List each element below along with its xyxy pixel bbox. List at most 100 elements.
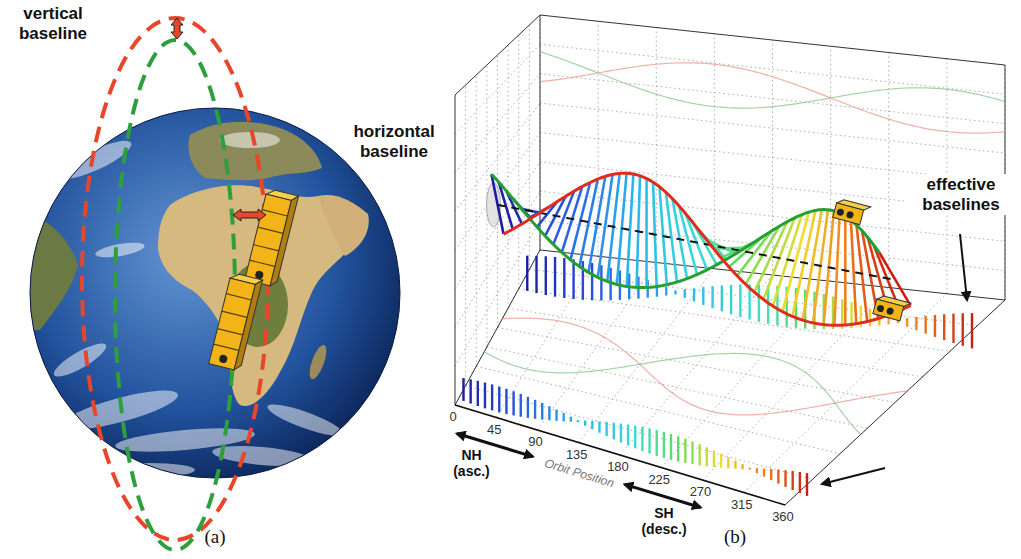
- baseline-bar: [648, 428, 650, 453]
- baseline-bar: [520, 394, 522, 417]
- baseline-bar: [711, 286, 713, 308]
- baseline-bar: [971, 313, 973, 348]
- satellite: [226, 294, 251, 300]
- effective-baseline-bars: [464, 378, 808, 496]
- baseline-bar: [674, 290, 676, 294]
- earth-panel: [20, 18, 400, 550]
- baseline-bar: [670, 434, 672, 460]
- baseline-arrow: [171, 18, 183, 39]
- baseline-bar: [555, 410, 557, 421]
- land-mass: [20, 215, 78, 330]
- satellite: [876, 304, 885, 313]
- baseline-bar: [477, 381, 479, 406]
- baseline-bar: [541, 403, 543, 420]
- baseline-bar: [591, 263, 593, 300]
- callout-label: vertical baseline: [8, 4, 98, 43]
- baseline-bar: [469, 379, 471, 403]
- land-mass: [318, 195, 369, 256]
- axis-title: Orbit Position: [542, 456, 615, 490]
- baseline-bar: [512, 391, 514, 415]
- helix-rung: [491, 174, 503, 234]
- effective-baseline-bars: [527, 256, 972, 349]
- helix-rungs: [491, 173, 910, 325]
- baseline-bar: [598, 422, 600, 433]
- projection-curve: [502, 318, 907, 415]
- earth-globe: [30, 108, 400, 478]
- baseline-bar: [943, 314, 945, 340]
- baseline-bar: [734, 461, 736, 469]
- baseline-bar: [591, 421, 593, 429]
- baseline-bar: [505, 389, 507, 414]
- baseline-bar: [677, 436, 679, 461]
- grid-line: [476, 366, 840, 454]
- baseline-bar: [484, 383, 486, 409]
- baseline-bar: [554, 257, 556, 297]
- baseline-bar: [739, 285, 741, 318]
- axis-tick: 90: [528, 435, 542, 450]
- baseline-bar: [620, 424, 622, 443]
- baseline-bar: [534, 400, 536, 419]
- baseline-bar: [693, 288, 695, 301]
- baseline-bar: [572, 259, 574, 299]
- helix-curve: [491, 174, 879, 287]
- pointer-arrow: [960, 234, 967, 300]
- baseline-bar: [784, 470, 786, 487]
- helix-curve: [504, 173, 911, 325]
- baseline-bar: [962, 313, 964, 346]
- projection-curve: [484, 352, 860, 435]
- baseline-bar: [491, 384, 493, 410]
- baseline-bar: [526, 256, 528, 291]
- orbit-red: [82, 18, 268, 540]
- range-label: SH (desc.): [635, 505, 693, 537]
- baseline-bar: [545, 256, 547, 295]
- baseline-bar: [684, 289, 686, 298]
- baseline-bar: [600, 265, 602, 300]
- projection-curve: [540, 63, 1005, 133]
- baseline-bar: [730, 285, 732, 314]
- baseline-bar: [634, 426, 636, 449]
- land-mass: [220, 132, 280, 148]
- helix-plot: [455, 15, 1005, 507]
- axis-tick: 270: [690, 485, 712, 500]
- satellite: [209, 272, 263, 371]
- baseline-bar: [641, 427, 643, 451]
- baseline-bar: [763, 469, 765, 477]
- satellite: [217, 329, 242, 335]
- callout-label: horizontal baseline: [342, 122, 446, 161]
- baseline-bar: [613, 423, 615, 440]
- baseline-bar: [663, 432, 665, 458]
- satellite: [209, 278, 256, 370]
- satellite: [222, 311, 247, 317]
- baseline-bar: [577, 420, 579, 422]
- axis-line: [455, 405, 785, 505]
- panel-label: (a): [204, 526, 225, 548]
- grid-line: [455, 44, 540, 133]
- baseline-bar: [527, 397, 529, 418]
- baseline-bar: [799, 472, 801, 493]
- satellite: [833, 203, 864, 225]
- baseline-bar: [691, 441, 693, 464]
- grid-line: [455, 221, 540, 367]
- baseline-arrow: [233, 209, 266, 221]
- satellite: [214, 344, 239, 350]
- satellite: [253, 245, 278, 251]
- satellite: [833, 198, 871, 226]
- baseline-bar: [563, 258, 565, 298]
- grid-line: [455, 74, 540, 173]
- baseline-bar: [627, 425, 629, 446]
- baseline-bar: [934, 315, 936, 337]
- baseline-bar: [570, 417, 572, 422]
- satellite: [245, 188, 299, 287]
- baseline-bar: [462, 378, 464, 401]
- helix-rung: [645, 179, 648, 288]
- grid-line: [620, 275, 773, 455]
- grid-line: [529, 25, 530, 269]
- satellite: [886, 307, 895, 316]
- axis-tick: 360: [772, 510, 794, 525]
- projection-curve: [540, 52, 1005, 108]
- baseline-bar: [727, 457, 729, 468]
- baseline-bar: [915, 317, 917, 330]
- baseline-bar: [869, 309, 871, 327]
